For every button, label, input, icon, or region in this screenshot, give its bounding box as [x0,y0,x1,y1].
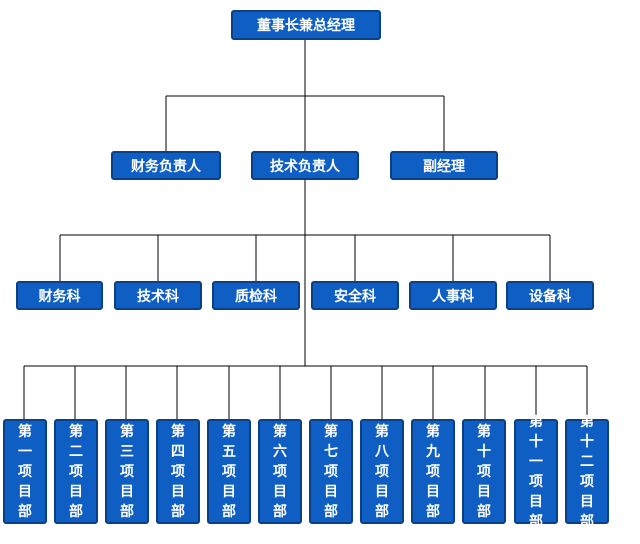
node-chairman-gm: 董事长兼总经理 [231,10,381,40]
node-dept-hr: 人事科 [409,281,497,310]
node-project-12: 第十二项目部 [565,414,609,530]
node-project-1: 第一项目部 [3,419,47,524]
node-deputy-manager: 副经理 [390,151,498,180]
node-project-6: 第六项目部 [258,419,302,524]
node-project-5: 第五项目部 [207,419,251,524]
node-tech-lead: 技术负责人 [251,151,359,180]
node-dept-quality: 质检科 [212,281,300,310]
node-project-4: 第四项目部 [156,419,200,524]
node-dept-technical: 技术科 [114,281,202,310]
node-project-8: 第八项目部 [360,419,404,524]
node-dept-finance: 财务科 [16,281,103,310]
node-dept-equipment: 设备科 [506,281,594,310]
node-project-7: 第七项目部 [309,419,353,524]
node-project-9: 第九项目部 [411,419,455,524]
node-project-3: 第三项目部 [105,419,149,524]
node-finance-lead: 财务负责人 [111,151,221,180]
node-project-2: 第二项目部 [54,419,98,524]
node-dept-safety: 安全科 [311,281,399,310]
node-project-10: 第十项目部 [462,419,506,524]
node-project-11: 第十一项目部 [514,414,558,530]
